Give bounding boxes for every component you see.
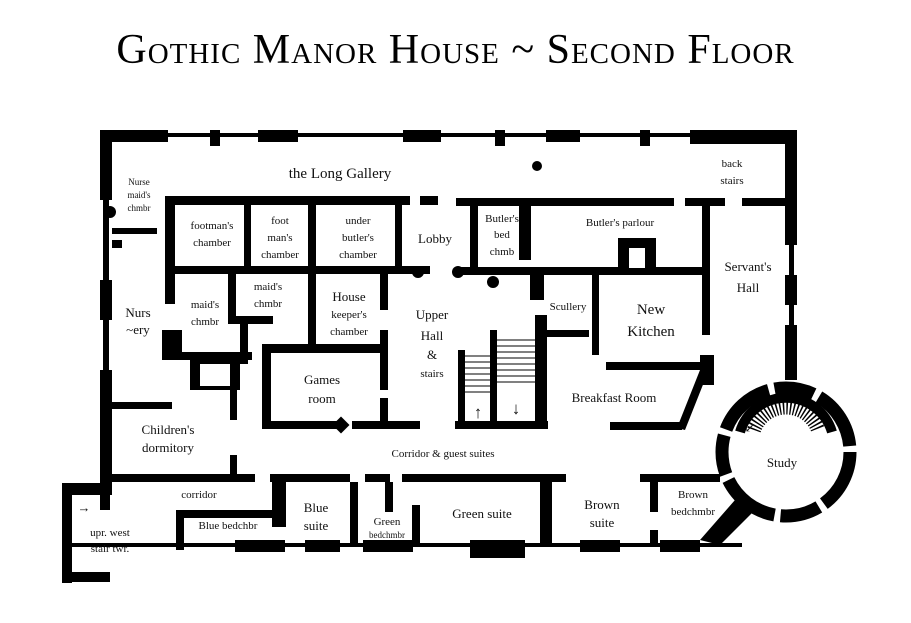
room-back-stairs: stairs [720, 175, 743, 187]
room-under-butlers-chamber: under [345, 215, 370, 227]
arrow-icon: ↙ [745, 420, 756, 435]
room-green-suite: Green suite [452, 506, 512, 521]
room-maids-chamber-1: chmbr [191, 316, 219, 328]
room-blue-suite: suite [304, 518, 329, 533]
room-maids-chamber-2: maid's [254, 281, 282, 293]
room-butlers-bed-chamber: bed [494, 229, 510, 241]
room-butlers-bed-chamber: chmb [490, 246, 515, 258]
walls: ↑ ↓ → [62, 130, 857, 583]
room-scullery: Scullery [550, 301, 587, 313]
room-upper-west-stair-tower: stair twr. [91, 543, 130, 555]
room-butlers-parlour: Butler's parlour [586, 217, 655, 229]
room-new-kitchen: Kitchen [627, 324, 675, 340]
page-title: Gothic Manor House ~ Second Floor [116, 27, 795, 73]
room-nurse-maid: chmbr [128, 203, 151, 213]
room-servants-hall: Hall [737, 280, 760, 295]
up-arrow-icon: ↑ [474, 403, 483, 422]
room-nursery: ~ery [126, 322, 150, 337]
room-footmans-chamber: chamber [193, 237, 231, 249]
room-maids-chamber-1: maid's [191, 299, 219, 311]
room-long-gallery: the Long Gallery [289, 166, 392, 182]
room-housekeepers-chamber: keeper's [331, 309, 367, 321]
room-brown-bedchamber: bedchmbr [671, 506, 715, 518]
room-green-bedchamber: bedchmbr [369, 530, 405, 540]
room-housekeepers-chamber: House [332, 289, 365, 304]
arrow-right-icon: → [78, 500, 91, 515]
room-under-butlers-chamber: chamber [339, 249, 377, 261]
room-games-room: room [308, 391, 335, 406]
down-arrow-icon: ↓ [512, 399, 521, 418]
room-brown-suite: suite [590, 515, 615, 530]
room-brown-bedchamber: Brown [678, 489, 708, 501]
room-blue-bedchamber: Blue bedchbr [199, 520, 258, 532]
room-nurse-maid: Nurse [128, 177, 150, 187]
room-blue-suite: Blue [304, 500, 329, 515]
room-brown-suite: Brown [584, 497, 620, 512]
room-labels: the Long Gallery Nurse maid's chmbr foot… [90, 158, 798, 555]
room-upper-west-stair-tower: upr. west [90, 527, 130, 539]
room-games-room: Games [304, 372, 340, 387]
room-housekeepers-chamber: chamber [330, 326, 368, 338]
room-lobby: Lobby [418, 231, 452, 246]
room-nurse-maid: maid's [127, 190, 151, 200]
room-back-stairs: back [722, 158, 743, 170]
room-breakfast-room: Breakfast Room [572, 390, 657, 405]
room-study: Study [767, 455, 798, 470]
room-under-butlers-chamber: butler's [342, 232, 374, 244]
room-new-kitchen: New [637, 302, 665, 318]
room-maids-chamber-2: chmbr [254, 298, 282, 310]
room-upper-hall: stairs [420, 368, 443, 380]
room-childrens-dormitory: dormitory [142, 440, 194, 455]
room-upper-hall: Upper [416, 307, 449, 322]
room-corridor: corridor [181, 489, 217, 501]
room-upper-hall: Hall [421, 328, 444, 343]
room-footmans-chamber: footman's [191, 220, 234, 232]
room-green-bedchamber: Green [374, 516, 401, 528]
room-nursery: Nurs [125, 305, 150, 320]
room-corridor-guest-suites: Corridor & guest suites [392, 448, 495, 460]
room-upper-hall: & [427, 347, 437, 362]
room-foot-mans-chamber: man's [267, 232, 292, 244]
room-foot-mans-chamber: foot [271, 215, 289, 227]
room-childrens-dormitory: Children's [142, 422, 195, 437]
room-butlers-bed-chamber: Butler's [485, 213, 519, 225]
room-foot-mans-chamber: chamber [261, 249, 299, 261]
room-servants-hall: Servant's [724, 259, 771, 274]
